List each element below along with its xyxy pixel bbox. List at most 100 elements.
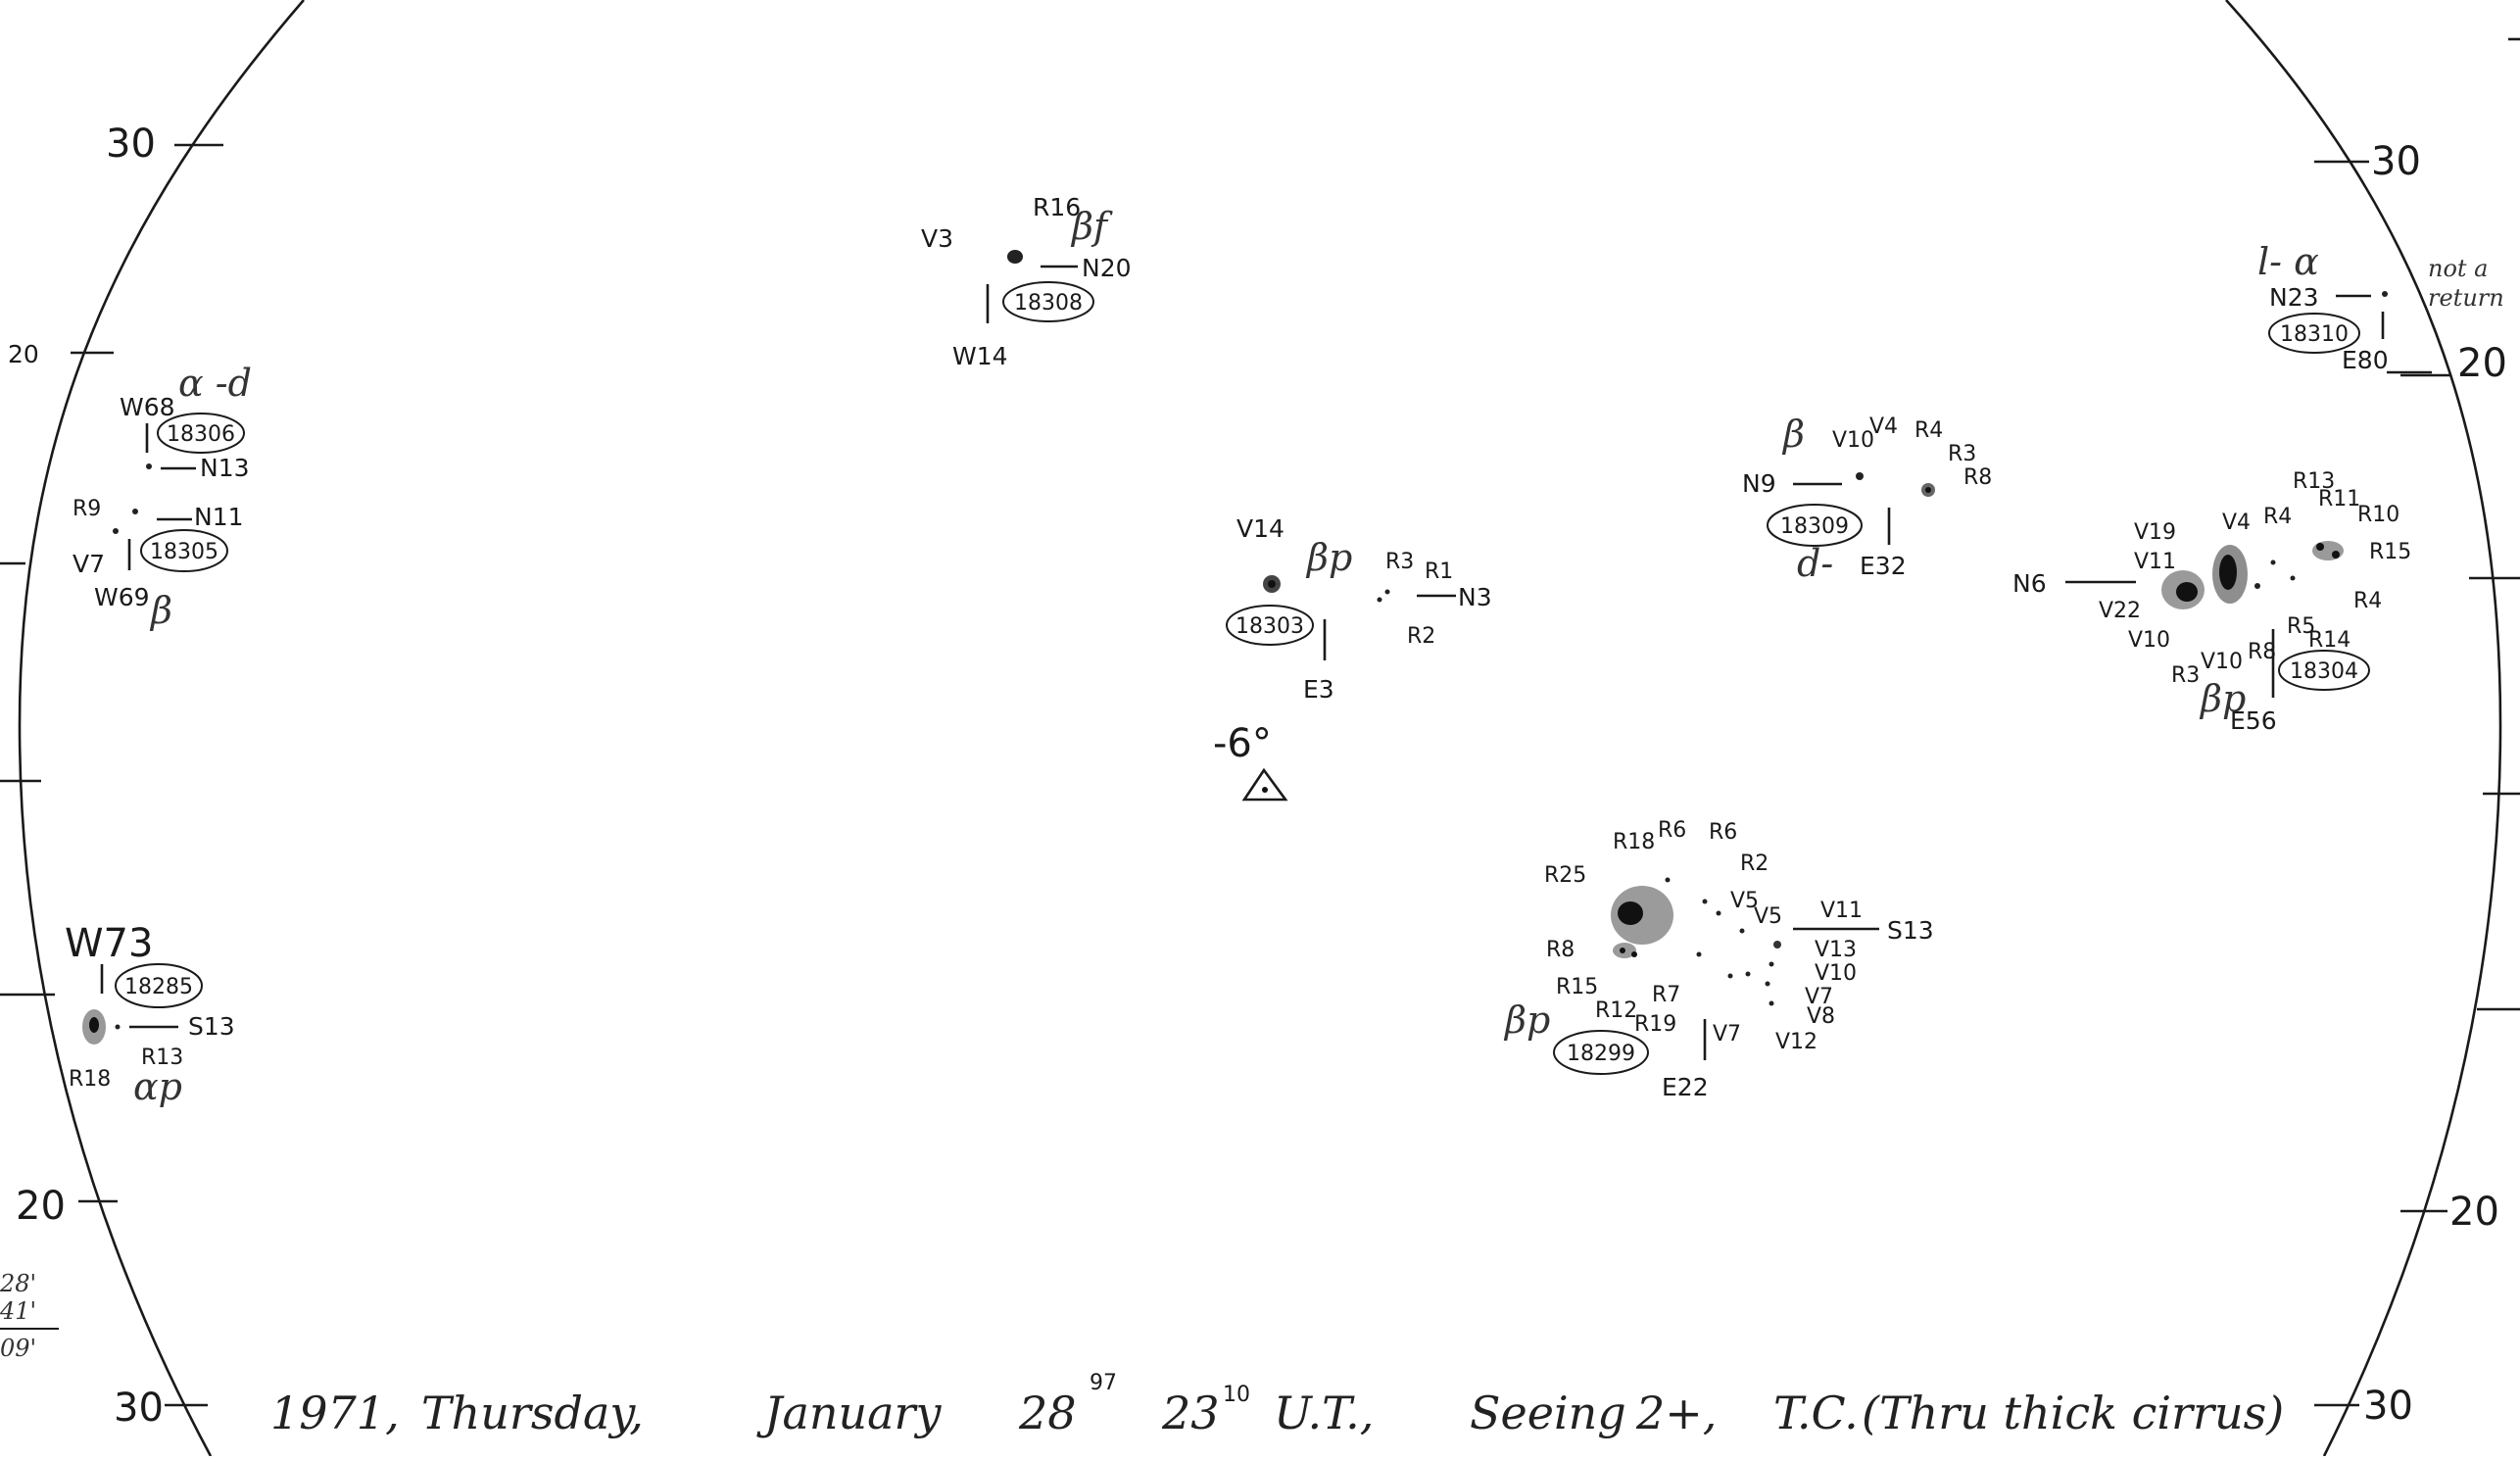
spot-label: V5 — [1730, 889, 1759, 913]
group-class: β — [1781, 413, 1805, 456]
sunspot-group-18306: 18306 W68 α -d N13 — [120, 362, 252, 482]
right-limb-scale: 30 20 20 30 — [2314, 37, 2520, 1429]
latitude-label: N9 — [1742, 469, 1776, 498]
spot-label: V3 — [921, 224, 953, 253]
spot-label: V10 — [1832, 428, 1874, 453]
group-number: 18308 — [1014, 291, 1083, 316]
spot-label: R18 — [69, 1067, 111, 1092]
caption-time-minute: 10 — [1223, 1383, 1250, 1407]
latitude-label: N3 — [1458, 583, 1492, 611]
sun-center-triangle-icon — [1241, 767, 1288, 802]
left-margin-note: 28' 41' 09' — [0, 1270, 59, 1362]
spot-label: R4 — [2353, 589, 2382, 613]
caption-seeing-label: Seeing — [1470, 1387, 1626, 1439]
group-class: βf — [1070, 205, 1113, 248]
spot-label: R14 — [2308, 628, 2350, 653]
group-number-oval — [2278, 650, 2370, 691]
group-number-oval — [1226, 605, 1314, 646]
svg-text:not a: not a — [2428, 255, 2489, 282]
caption-ut: U.T., — [1274, 1387, 1374, 1439]
latitude-label: S13 — [1887, 916, 1934, 945]
spot-label: V8 — [1807, 1004, 1835, 1029]
latitude-label: N23 — [2269, 283, 2319, 312]
spot-label: R3 — [1385, 550, 1414, 574]
group-class: βp — [2199, 677, 2246, 720]
group-number-oval — [157, 413, 245, 454]
spot-label: V10 — [2128, 628, 2170, 653]
latitude-label: S13 — [188, 1012, 235, 1041]
group-class: l- α — [2257, 240, 2319, 283]
spot-label: V13 — [1815, 938, 1857, 962]
solar-limb-left — [18, 0, 305, 1457]
spot-label: R10 — [2357, 503, 2399, 527]
spot-label: V4 — [2222, 511, 2251, 535]
left-limb-scale: 30 20 20 30 — [0, 122, 223, 1431]
group-number: 18309 — [1780, 514, 1849, 539]
spot-label: V7 — [1805, 985, 1833, 1009]
sunspot — [2219, 555, 2237, 590]
group-number: 18299 — [1567, 1042, 1635, 1066]
group-number: 18304 — [2290, 659, 2358, 684]
group-number: 18285 — [124, 975, 193, 999]
spot-label: R6 — [1709, 820, 1737, 845]
spot-label: V7 — [73, 550, 105, 578]
longitude-label: E22 — [1662, 1073, 1709, 1101]
scale-label: 30 — [2363, 1384, 2413, 1429]
spot-label: V22 — [2099, 599, 2141, 623]
group-class-secondary: d- — [1797, 542, 1833, 585]
spot-label: V12 — [1775, 1030, 1817, 1054]
spot-label: R8 — [1963, 465, 1992, 490]
scale-label: 30 — [114, 1386, 164, 1431]
longitude-label: W68 — [120, 393, 175, 421]
caption-time-hour: 23 — [1161, 1387, 1220, 1439]
latitude-label: N13 — [200, 454, 250, 482]
spot-label: V10 — [1815, 961, 1857, 986]
svg-text:return: return — [2428, 284, 2504, 312]
spot-label: R11 — [2318, 487, 2360, 511]
sunspot-group-18285: 18285 W73 S13 R13 R18 αp — [65, 921, 235, 1108]
longitude-label: W73 — [65, 921, 153, 966]
latitude-label: N6 — [2012, 569, 2047, 598]
sunspot — [1618, 901, 1643, 925]
spot-label: V11 — [2134, 550, 2176, 574]
spot-label: R19 — [1634, 1012, 1676, 1037]
spot-label: R13 — [141, 1046, 183, 1070]
latitude-label: N11 — [194, 503, 244, 531]
caption-tc: T.C. — [1773, 1387, 1859, 1439]
sunspot-group-18308: 18308 V3 R16 βf N20 W14 — [921, 193, 1132, 370]
group-number-oval — [1767, 504, 1863, 547]
svg-text:09': 09' — [0, 1335, 36, 1362]
spot-label: R4 — [1914, 418, 1943, 443]
spot-label: V7 — [1713, 1022, 1741, 1046]
svg-text:41': 41' — [0, 1297, 36, 1325]
group-number: 18306 — [167, 422, 235, 447]
spot-label: R13 — [2293, 469, 2335, 494]
group-number-oval — [2268, 313, 2360, 354]
caption-month: January — [756, 1387, 943, 1439]
scale-label: 30 — [106, 122, 156, 167]
longitude-label: W14 — [952, 342, 1008, 370]
spot-label: R5 — [2287, 614, 2315, 639]
observation-caption: 1971, Thursday, January 28 97 23 10 U.T.… — [270, 1371, 2284, 1439]
sunspot — [89, 1017, 99, 1033]
sunspot-group-18310: 18310 l- α N23 E80 — [2257, 240, 2432, 374]
right-margin-note: not a return — [2428, 255, 2504, 312]
caption-weekday: Thursday, — [421, 1387, 644, 1439]
spot-label: R15 — [1556, 975, 1598, 999]
spot-label: R16 — [1033, 193, 1081, 221]
longitude-label: E3 — [1303, 675, 1334, 704]
group-class: α -d — [178, 362, 252, 405]
longitude-label: W69 — [94, 583, 150, 611]
longitude-label: E56 — [2230, 706, 2277, 735]
caption-day-fraction: 97 — [1090, 1371, 1117, 1395]
spot-label: V4 — [1869, 414, 1898, 439]
sunspot-group-18303: 18303 V14 βp R3 R1 N3 R2 E3 — [1226, 514, 1492, 704]
caption-seeing-value: 2+, — [1635, 1387, 1717, 1439]
center-latitude: -6° — [1213, 721, 1272, 766]
spot-label: R8 — [1546, 938, 1575, 962]
sunspot-group-18299: 18299 S13 R18 R6 R6 R25 R2 V5 V5 V11 V13… — [1503, 818, 1934, 1101]
spot-label: V11 — [1820, 899, 1863, 923]
scale-label: 20 — [2457, 341, 2507, 386]
sunspot — [1856, 472, 1864, 480]
